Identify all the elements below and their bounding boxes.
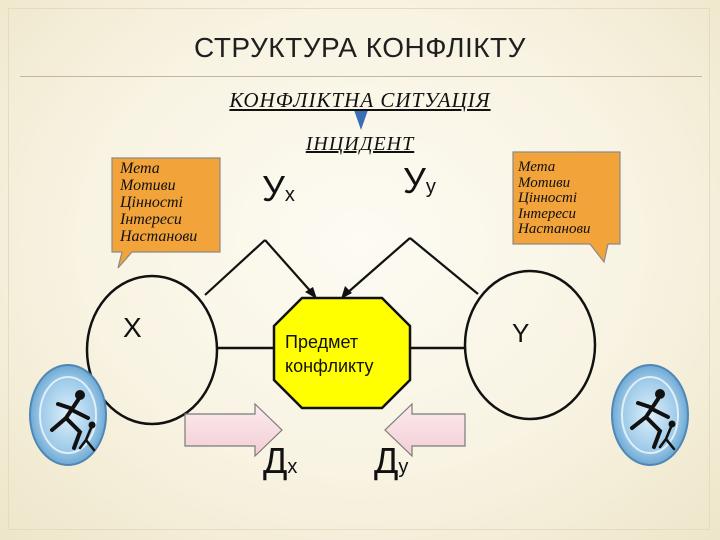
uy-sub: у xyxy=(425,176,436,198)
line-x-to-ux xyxy=(204,239,266,296)
title-divider xyxy=(20,76,702,77)
motive-item: Настанови xyxy=(518,221,591,237)
conflict-situation-label: КОНФЛІКТНА СИТУАЦІЯ xyxy=(229,88,491,112)
subject-line: Предмет xyxy=(285,332,359,352)
uy-label: Уу xyxy=(403,160,436,202)
arrowhead-uy-subject xyxy=(341,286,352,299)
motives-bubble-right xyxy=(512,151,621,264)
slide-title: СТРУКТУРА КОНФЛІКТУ xyxy=(194,32,526,63)
incident-label: ІНЦИДЕНТ xyxy=(305,133,415,155)
party-y-label: Y xyxy=(512,318,530,348)
motive-item: Настанови xyxy=(120,228,198,245)
running-figures-badge-left xyxy=(29,364,107,466)
party-x-circle xyxy=(85,274,219,426)
motives-list-left: Мета Мотиви Цінності Інтереси Настанови xyxy=(120,160,197,245)
motive-item: Мотиви xyxy=(518,174,571,191)
motive-item: Цінності xyxy=(518,190,578,206)
arrow-dy-left xyxy=(384,402,466,458)
motives-bubble-left xyxy=(111,157,221,269)
line-y-to-uy xyxy=(409,237,479,295)
motives-list-right: Мета Мотиви Цінності Інтереси Настанови xyxy=(518,159,591,238)
motive-item: Цінності xyxy=(120,194,183,211)
ux-label: Ух xyxy=(262,168,295,210)
dx-sub: х xyxy=(287,456,298,478)
slide-frame xyxy=(8,8,710,530)
party-y-circle xyxy=(463,269,597,421)
ux-sub: х xyxy=(284,184,295,206)
situation-marker-arrow xyxy=(354,110,368,130)
subject-octagon xyxy=(272,296,412,410)
motive-item: Мета xyxy=(518,159,556,175)
line-ux-to-subject xyxy=(264,239,314,295)
dx-label: Дх xyxy=(263,440,297,482)
dy-label: Ду xyxy=(374,440,408,482)
conflict-subject-text: Предмет конфликту xyxy=(285,330,374,378)
dy-sub: у xyxy=(398,456,409,478)
ux-main: У xyxy=(262,168,285,209)
arrow-dx-right xyxy=(184,402,283,458)
uy-main: У xyxy=(403,160,426,201)
dy-main: Д xyxy=(374,440,399,481)
party-x-label: Х xyxy=(123,312,142,343)
subject-line: конфликту xyxy=(285,356,374,376)
motive-item: Інтереси xyxy=(518,205,577,222)
motive-item: Мета xyxy=(120,160,160,177)
running-figures-badge-right xyxy=(611,364,689,466)
arrowhead-ux-subject xyxy=(305,287,317,299)
motive-item: Інтереси xyxy=(120,211,182,228)
motive-item: Мотиви xyxy=(120,177,176,194)
dx-main: Д xyxy=(263,440,288,481)
line-uy-to-subject xyxy=(345,237,411,295)
